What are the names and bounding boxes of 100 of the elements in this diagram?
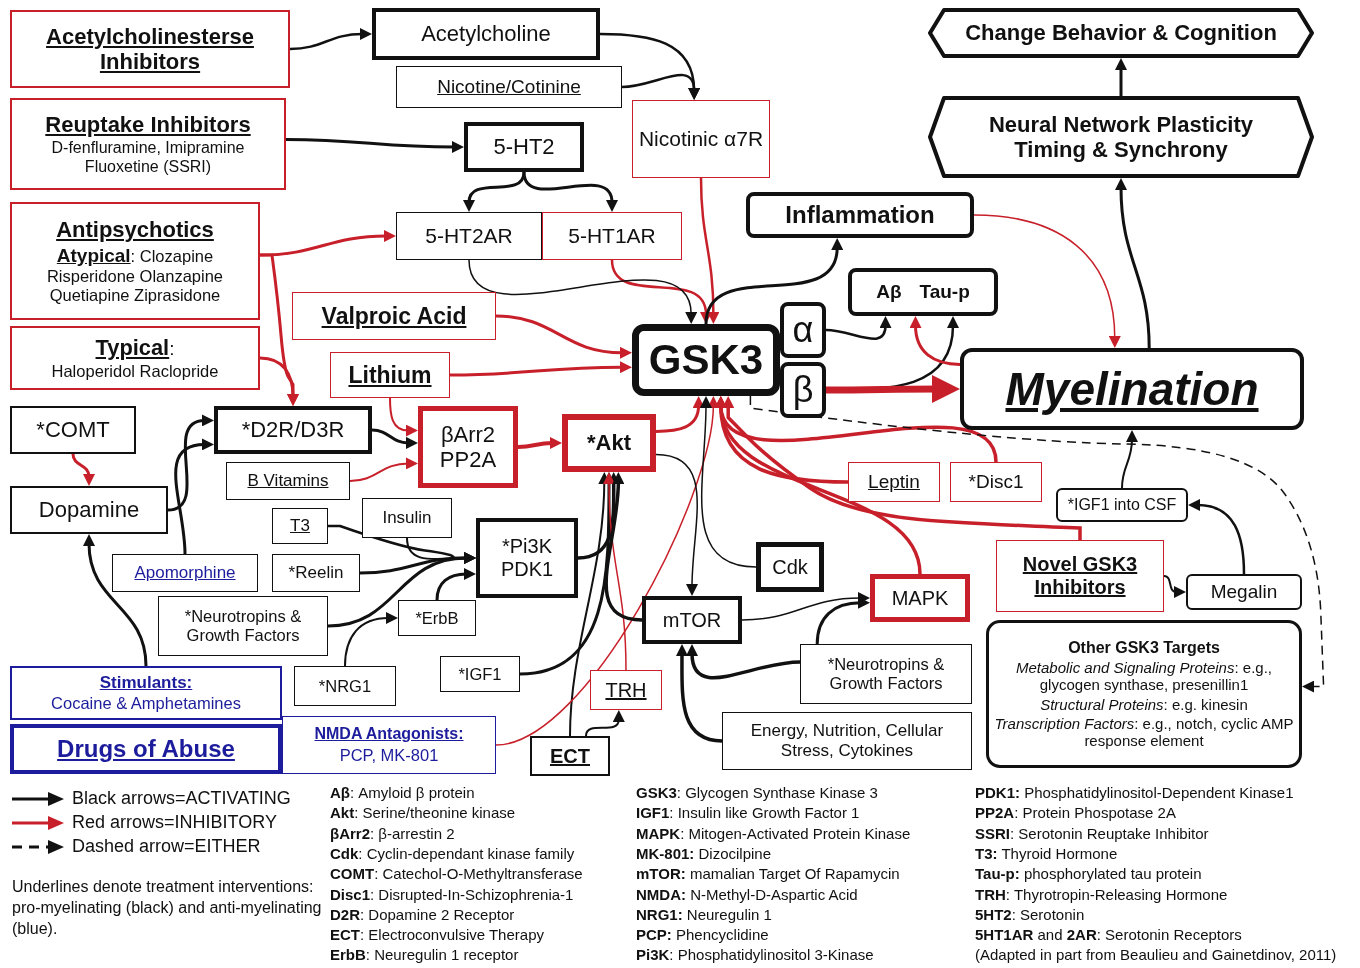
node-label: Apomorphine <box>134 563 236 583</box>
process-box <box>440 656 520 692</box>
node-label: Energy, Nutrition, Cellular Stress, Cytokines <box>749 721 945 761</box>
glossary-entry: GSK3: Glycogen Synthase Kinase 3 <box>636 784 878 802</box>
node-label: *Reelin <box>288 563 344 583</box>
glossary-entry: PP2A: Protein Phospotase 2A <box>975 804 1176 823</box>
glossary-entry: mTOR: mamalian Target Of Rapamycin <box>636 865 900 884</box>
arrow <box>174 438 214 555</box>
node-label: T3 <box>290 516 310 536</box>
node-label: Acetylcholine <box>421 21 551 47</box>
outcome-box <box>960 348 1304 430</box>
treatment-box <box>10 10 290 88</box>
node-label: Neural Network Plasticity Timing & Synchrony <box>987 111 1255 163</box>
glossary-entry: MAPK: Mitogen-Activated Protein Kinase <box>636 824 911 843</box>
arrow <box>286 137 464 153</box>
process-box <box>396 212 542 260</box>
arrow <box>909 316 961 366</box>
glossary-entry: COMT: Catechol-O-Methyltransferase <box>330 865 583 884</box>
arrow <box>435 568 476 601</box>
node-label: 5-HT2 <box>493 134 555 160</box>
arrow <box>289 28 372 51</box>
process-box <box>542 212 682 260</box>
process-box <box>562 414 656 472</box>
node-label: *Neurotropins & Growth Factors <box>183 607 303 645</box>
glossary-entry: Akt: Serine/theonine kinase <box>330 804 516 823</box>
node-label: Megalin <box>1210 581 1278 603</box>
arrow <box>621 73 700 100</box>
node-heading: Stimulants: <box>99 672 193 693</box>
node-label: Change Behavior & Cognition <box>965 20 1277 46</box>
arrow <box>1121 430 1138 489</box>
node-label: *NRG1 <box>318 676 372 696</box>
arrow <box>344 612 398 667</box>
node-heading: Antipsychotics <box>56 217 214 243</box>
arrow <box>83 534 148 667</box>
glossary-entry: Pi3K: Phosphatidylinositol 3-Kinase <box>636 946 874 965</box>
arrow <box>522 171 618 212</box>
node-heading: Reuptake Inhibitors <box>45 111 251 138</box>
treatment-box <box>10 666 282 720</box>
glossary-entry: PDK1: Phosphatidylinositol-Dependent Kinase1 <box>975 784 1294 802</box>
process-box <box>950 462 1042 502</box>
treatment-box <box>112 554 258 592</box>
node-label: 5-HT2AR <box>425 223 513 249</box>
node-label: Tau-p <box>919 281 970 303</box>
node-label: Acetylcholinesterse Inhibitors <box>45 23 255 75</box>
enzyme-box <box>632 324 780 396</box>
process-box <box>632 100 770 178</box>
node-label: Drugs of Abuse <box>57 735 235 763</box>
legend-label: Black arrows=ACTIVATING <box>72 788 291 809</box>
node-label: βArr2 PP2A <box>438 421 498 473</box>
treatment-box <box>10 326 260 390</box>
treatment-box <box>272 508 328 544</box>
node-label: Transcription Factors: e.g., notch, cyclic AMP response element <box>994 714 1294 750</box>
treatment-box <box>10 724 282 774</box>
arrow <box>495 396 720 746</box>
arrow <box>259 356 299 406</box>
process-box <box>464 122 584 172</box>
process-box <box>398 600 476 636</box>
arrow <box>1115 58 1127 96</box>
targets-box <box>986 620 1302 768</box>
process-box <box>10 406 136 454</box>
node-label: α <box>792 309 814 351</box>
arrow <box>603 472 627 671</box>
node-label: Cocaine & Amphetamines <box>51 694 241 714</box>
node-label: MAPK <box>891 586 949 610</box>
treatment-box <box>530 736 610 776</box>
node-heading: NMDA Antagonists: <box>314 725 464 744</box>
process-box <box>294 666 396 706</box>
node-label: *ErbB <box>415 608 459 628</box>
treatment-box <box>330 352 450 398</box>
node-label: *Neurotropins & Growth Factors <box>826 655 946 693</box>
arrow <box>699 396 757 568</box>
glossary-entry: Disc1: Disrupted-In-Schizophrenia-1 <box>330 885 574 904</box>
node-label: Structural Proteins: e.g. kinesin <box>1040 695 1248 713</box>
node-label: D-fenfluramine, Imipramine Fluoxetine (SSRI) <box>50 139 246 177</box>
arrow <box>389 397 418 437</box>
process-box <box>362 498 452 538</box>
node-label: Aβ <box>876 281 902 303</box>
treatment-box <box>848 462 940 502</box>
treatment-box <box>590 670 662 710</box>
legend-label: Red arrows=INHIBITORY <box>72 812 277 833</box>
glossary-entry: NRG1: Neuregulin 1 <box>636 905 772 924</box>
arrow <box>371 428 418 449</box>
node-label: ECT <box>550 744 590 768</box>
arrow <box>1188 499 1246 575</box>
glossary-entry: Cdk: Cyclin-dependant kinase family <box>330 844 575 863</box>
glossary-entry: TRH: Thyrotropin-Releasing Hormone <box>975 885 1228 904</box>
arrow <box>604 472 643 622</box>
treatment-box <box>396 66 622 108</box>
treatment-box <box>292 292 496 340</box>
node-label: Myelination <box>1005 362 1259 416</box>
process-box <box>746 192 974 238</box>
arrow <box>722 396 1082 540</box>
node-label: *IGF1 <box>458 664 502 684</box>
process-box <box>870 574 970 622</box>
process-box <box>418 406 518 488</box>
process-box <box>848 268 998 316</box>
treatment-box <box>226 462 350 500</box>
glossary-entry: 5HT1AR and 2AR: Serotonin Receptors <box>975 926 1242 945</box>
node-label: GSK3 <box>648 335 764 385</box>
process-box <box>476 518 578 598</box>
